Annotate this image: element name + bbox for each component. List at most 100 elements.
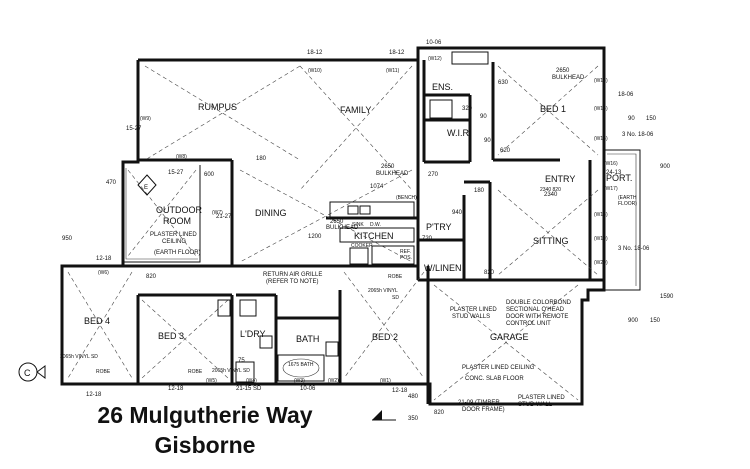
window-w14: (W14) xyxy=(594,106,608,112)
dim-90-a: 90 xyxy=(480,114,487,120)
dim-1074: 1074 xyxy=(370,184,384,190)
marker-c: C xyxy=(24,368,31,378)
label-bench: (BENCH) xyxy=(396,195,417,201)
label-earth-floor-1: (EARTH xyxy=(618,195,637,201)
room-pantry: P'TRY xyxy=(426,222,452,232)
room-linen: W/LINEN xyxy=(424,263,462,273)
note-bulkhead-bed-2: BULKHEAD xyxy=(552,75,585,81)
dim-820-b: 820 xyxy=(484,270,495,276)
label-robe-bed2: ROBE xyxy=(388,274,403,280)
note-bulkhead-kitchen-2: BULKHEAD xyxy=(326,225,359,231)
window-w19: (W19) xyxy=(594,236,608,242)
dim-600: 600 xyxy=(204,172,215,178)
dim-75: 75 xyxy=(238,358,245,364)
window-w7: (W7) xyxy=(212,210,223,216)
dim-12-18-b: 12-18 xyxy=(86,392,102,398)
dim-940: 940 xyxy=(452,210,463,216)
fixtures xyxy=(217,51,489,383)
room-bath: BATH xyxy=(296,334,319,344)
room-outdoor-line1: OUTDOOR xyxy=(156,205,202,215)
dim-820-c: 820 xyxy=(434,410,445,416)
dim-320: 320 xyxy=(462,106,473,112)
room-laundry: L'DRY xyxy=(240,329,266,339)
dim-15-27-a: 15-27 xyxy=(126,126,142,132)
room-bed3: BED 3 xyxy=(158,331,184,341)
dim-12-18-a: 12-18 xyxy=(96,256,112,262)
room-garage: GARAGE xyxy=(490,332,529,342)
label-robe-bed4: ROBE xyxy=(96,369,111,375)
window-w10: (W10) xyxy=(308,68,322,74)
window-w5: (W5) xyxy=(206,378,217,384)
room-wir: W.I.R xyxy=(447,128,469,138)
address-suburb: Gisborne xyxy=(154,432,256,458)
dim-150-a: 150 xyxy=(646,116,657,122)
window-w11: (W11) xyxy=(386,68,400,74)
label-robe-bed3: ROBE xyxy=(188,369,203,375)
dim-820-a: 820 xyxy=(146,274,157,280)
dim-900-b: 900 xyxy=(628,318,639,324)
note-outdoor-floor: (EARTH FLOOR) xyxy=(154,250,201,256)
note-garage-walls-1: PLASTER LINED xyxy=(450,307,497,313)
note-bulkhead-family-2: BULKHEAD xyxy=(376,171,409,177)
dim-2340: 2340 xyxy=(544,192,558,198)
label-bath-length: 1675 BATH xyxy=(288,362,314,368)
window-w15: (W15) xyxy=(594,136,608,142)
walls xyxy=(60,46,641,406)
roof-lines xyxy=(67,65,599,401)
dim-18-12-b: 18-12 xyxy=(389,50,405,56)
window-w13: (W13) xyxy=(594,78,608,84)
dim-350: 350 xyxy=(408,416,419,422)
dim-720: 720 xyxy=(422,236,433,242)
dim-10-06-b: 10-06 xyxy=(300,386,316,392)
label-pos: POS. xyxy=(400,255,412,261)
note-garage-studs-1: PLASTER LINED xyxy=(518,395,565,401)
dim-10-06: 10-06 xyxy=(426,40,442,46)
label-entry-dims: 2340 820 xyxy=(540,187,561,193)
window-w20: (W20) xyxy=(594,260,608,266)
window-w4: (W4) xyxy=(246,378,257,384)
label-ref: REF. xyxy=(400,249,411,255)
dim-18-12-a: 18-12 xyxy=(307,50,323,56)
label-dishwasher: D.W. xyxy=(370,222,381,228)
dim-21-27: 21-27 xyxy=(216,214,232,220)
note-outdoor-ceiling-1: PLASTER LINED xyxy=(150,232,197,238)
section-markers xyxy=(18,174,396,421)
room-family: FAMILY xyxy=(340,105,371,115)
window-w9: (W9) xyxy=(140,116,151,122)
window-tags: (W10) (W11) (W12) (W9) (W8) (W7) (W6) (W… xyxy=(98,56,618,384)
note-bulkhead-kitchen-1: 2650 xyxy=(330,219,344,225)
marker-e: E xyxy=(144,185,148,191)
dim-630: 630 xyxy=(498,80,509,86)
dimension-labels: 18-12 18-12 10-06 15-27 15-27 21-27 470 … xyxy=(62,40,674,422)
room-kitchen: KITCHEN xyxy=(354,231,394,241)
window-w6: (W6) xyxy=(98,270,109,276)
dim-470: 470 xyxy=(106,180,117,186)
room-bed1: BED 1 xyxy=(540,104,566,114)
window-w17: (W17) xyxy=(604,186,618,192)
dim-1590: 1590 xyxy=(660,294,674,300)
dim-18-06-a: 18-06 xyxy=(618,92,634,98)
note-garage-walls-2: STUD WALLS xyxy=(452,314,490,320)
note-return-air-1: RETURN AIR GRILLE xyxy=(263,272,322,278)
window-w8: (W8) xyxy=(176,154,187,160)
window-w16: (W16) xyxy=(604,161,618,167)
note-garage-studs-2: STUD WALL xyxy=(518,402,553,408)
room-ensuite: ENS. xyxy=(432,82,453,92)
dim-950: 950 xyxy=(62,236,73,242)
note-garage-door-2: SECTIONAL O'HEAD xyxy=(506,307,565,313)
dim-24-13: 24-13 xyxy=(606,170,622,176)
window-w18: (W18) xyxy=(594,212,608,218)
dim-150-b: 150 xyxy=(650,318,661,324)
room-bed4: BED 4 xyxy=(84,316,110,326)
room-portico: PORT. xyxy=(606,173,632,183)
note-garage-ceiling: PLASTER LINED CEILING xyxy=(462,365,535,371)
room-entry: ENTRY xyxy=(545,174,575,184)
window-w3: (W3) xyxy=(294,378,305,384)
window-w12: (W12) xyxy=(428,56,442,62)
dim-12-18-c: 12-18 xyxy=(168,386,184,392)
label-vinyl-bed2: 2065h VINYL xyxy=(368,288,398,294)
room-outdoor-line2: ROOM xyxy=(163,216,191,226)
window-w1: (W1) xyxy=(380,378,391,384)
dim-180-a: 180 xyxy=(256,156,267,162)
note-garage-door-1: DOUBLE COLORBOND xyxy=(506,300,572,306)
